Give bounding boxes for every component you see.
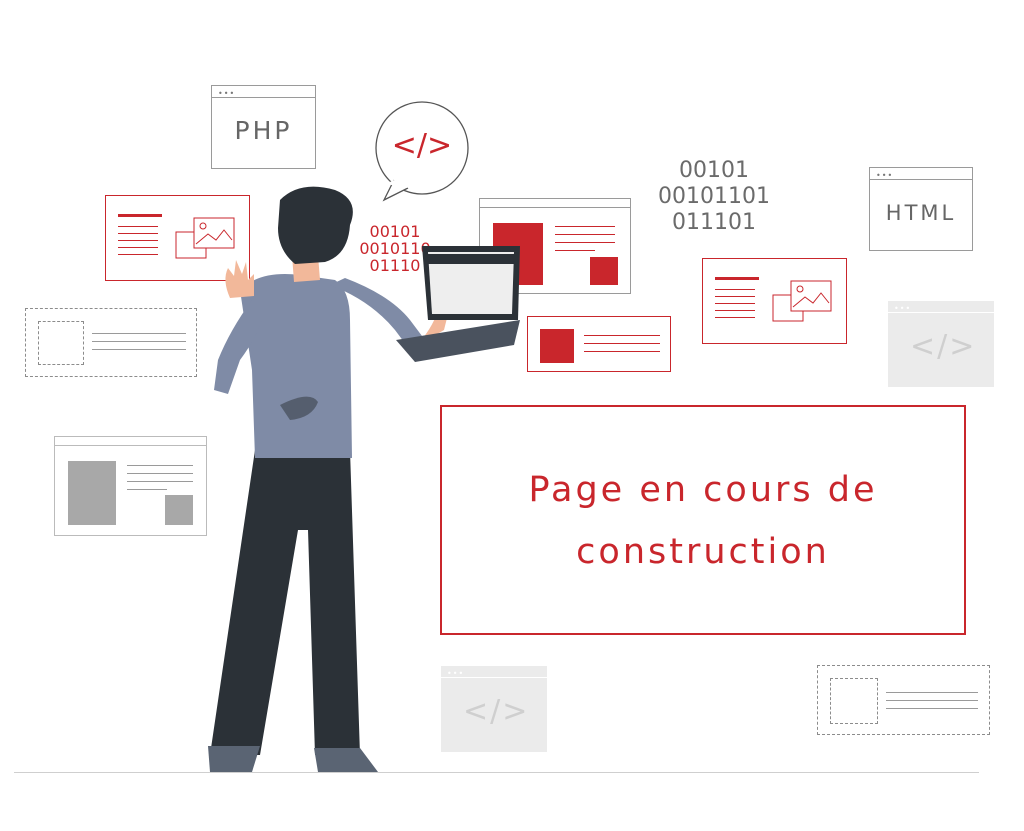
html-window: ••• HTML <box>869 167 973 251</box>
construction-message: Page en cours de construction <box>442 459 964 583</box>
message-line-2: construction <box>576 532 830 572</box>
window-dots: ••• <box>447 669 465 678</box>
layout-window <box>479 198 631 294</box>
code-window: ••• </> <box>441 666 547 752</box>
html-label: HTML <box>885 201 957 225</box>
php-window: ••• PHP <box>211 85 316 169</box>
construction-message-frame: Page en cours de construction <box>440 405 966 635</box>
binary-text-left: 00101 0010110 01110 <box>359 222 431 275</box>
ground-line <box>14 772 979 773</box>
image-placeholder-icon <box>772 280 832 322</box>
wireframe-window <box>25 308 197 377</box>
window-dots: ••• <box>894 304 912 313</box>
developer-person-illustration <box>208 186 520 772</box>
binary-text-right: 00101 00101101 011101 <box>658 158 770 235</box>
message-line-1: Page en cours de <box>528 470 878 510</box>
layout-window-gray <box>54 436 207 536</box>
code-window: ••• </> <box>888 301 994 387</box>
php-label: PHP <box>234 116 293 145</box>
code-speech-bubble-icon <box>375 101 469 202</box>
code-icon: </> <box>463 694 530 729</box>
small-red-window <box>527 316 671 372</box>
window-dots: ••• <box>876 171 894 180</box>
red-article-window <box>702 258 847 344</box>
code-icon: </> <box>910 329 977 364</box>
red-article-window <box>105 195 250 281</box>
window-dots: ••• <box>218 89 236 98</box>
code-bubble-text: </> <box>391 128 453 163</box>
wireframe-window <box>817 665 990 735</box>
image-placeholder-icon <box>175 217 235 259</box>
